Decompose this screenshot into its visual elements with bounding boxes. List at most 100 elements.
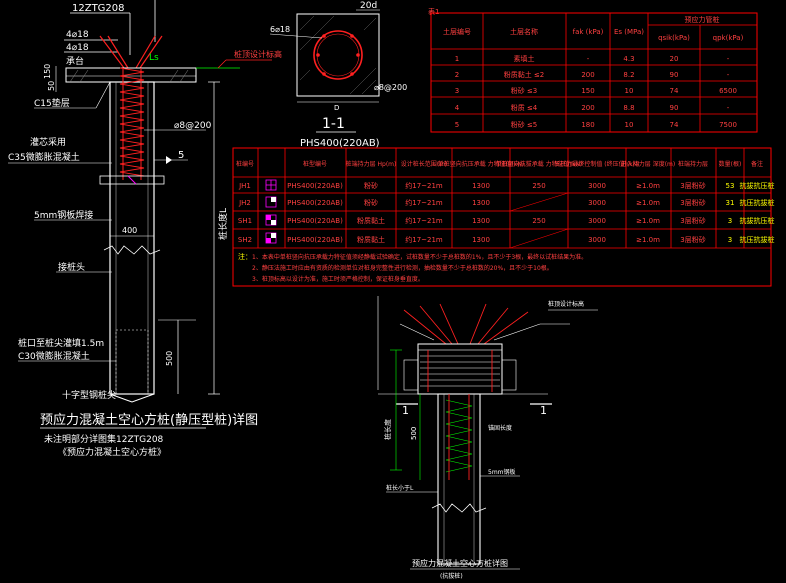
pile-cell-r1-c9: 31 [726, 199, 735, 207]
soil-cell-r4-c0: 5 [455, 121, 459, 129]
pile-cell-r0-c1: PHS400(220AB) [287, 182, 343, 190]
left-detail-subtitle-1: 未注明部分详图集12ZTG208 [44, 433, 164, 445]
section-title: 1-1 [322, 116, 345, 132]
pile-symbol-icon-jh2 [265, 196, 277, 208]
pile-symbol-icon-sh2 [265, 232, 277, 244]
pile-hdr-10: 数量(根) [719, 160, 742, 168]
right-dim-side: 桩长度 [383, 419, 392, 440]
plug-label-1: 桩口至桩尖灌填1.5m [18, 337, 104, 349]
section-width-label: D [334, 104, 339, 112]
soil-hdr-5: qpk(kPa) [713, 34, 744, 42]
pile-cell-r2-c1: PHS400(220AB) [287, 217, 343, 225]
pile-hdr-0: 桩编号 [236, 160, 254, 168]
pile-joint-label: 接桩头 [58, 261, 85, 273]
pile-cell-r1-c8: 3层粉砂 [680, 198, 705, 207]
soil-cell-r2-c2: 150 [581, 87, 594, 95]
soil-cell-r2-c4: 74 [670, 87, 679, 95]
pile-symbol-icon-jh1 [265, 179, 277, 191]
stirrup-spiral [119, 67, 145, 177]
soil-hdr-0: 土层编号 [443, 27, 471, 36]
pile-cell-r2-c5: 250 [532, 217, 545, 225]
soil-cell-r3-c3: 8.8 [623, 104, 634, 112]
soil-table: 表1 预应力管桩 土层编号 土层名称 fak (kPa) Es (MPa) qs… [428, 7, 758, 133]
soil-cell-r3-c5: - [727, 104, 730, 112]
section-stirrup: ⌀8@200 [374, 83, 407, 92]
soil-hdr-group: 预应力管桩 [685, 15, 720, 24]
right-mid-label: 5mm钢板 [488, 468, 516, 476]
left-pile-detail: 12ZTG208 4⌀18 4⌀18 承台 Ls 150 50 [8, 0, 282, 458]
right-dim-500: 500 [410, 427, 418, 440]
soil-cell-r0-c5: - [727, 55, 730, 63]
pile-cell-r2-c7: ≥1.0m [636, 217, 660, 225]
soil-cell-r0-c3: 4.3 [623, 55, 634, 63]
pile-cell-r2-c6: 3000 [588, 217, 606, 225]
pile-cell-r3-c6: 3000 [588, 236, 606, 244]
pile-cell-r0-c6: 3000 [588, 182, 606, 190]
pile-cell-r3-c4: 1300 [472, 236, 490, 244]
soil-cell-r1-c4: 90 [670, 71, 679, 79]
soil-cell-r3-c2: 200 [581, 104, 594, 112]
soil-cell-r4-c5: 7500 [719, 121, 737, 129]
soil-cell-r3-c4: 90 [670, 104, 679, 112]
section-top-label: 20d [360, 1, 377, 11]
pile-hdr-4: 设计桩长范围(m) [401, 160, 448, 168]
soil-cell-r4-c1: 粉砂 ≤5 [511, 120, 538, 129]
right-elevation-callout: 桩顶设计标高 [548, 300, 584, 308]
soil-hdr-1: 土层名称 [510, 27, 538, 36]
pile-hdr-7: 压桩力最终控制值 (终压值)(kN) [554, 160, 639, 168]
pile-cell-r1-c4: 1300 [472, 199, 490, 207]
pile-body [109, 81, 155, 395]
pile-cell-r3-c7: ≥1.0m [636, 236, 660, 244]
pile-note-3: 3、桩顶标高以设计为准，施工时须严格控制，保证桩身垂直度。 [252, 275, 424, 283]
pile-cell-r2-c10: 抗拔抗压桩 [740, 216, 775, 225]
pile-cell-r3-c10: 抗压抗拔桩 [740, 235, 775, 244]
right-mark-1-right: 1 [540, 404, 547, 417]
soil-cell-r1-c0: 2 [455, 71, 459, 79]
soil-cell-r1-c2: 200 [581, 71, 594, 79]
soil-cell-r2-c0: 3 [455, 87, 459, 95]
pile-cell-r3-c3: 约17~21m [405, 235, 443, 244]
section-bar-label: 6⌀18 [270, 25, 290, 34]
cap-label: 承台 [66, 55, 84, 67]
hollow-core [313, 30, 363, 80]
dim-150: 150 [43, 64, 52, 79]
pile-hdr-3: 桩端持力层 Hp(m) [346, 160, 397, 168]
pile-symbol-icons [265, 179, 277, 244]
fill-label: 灌芯采用 [30, 136, 66, 148]
pile-symbol-icon-sh1 [265, 214, 277, 226]
soil-cell-r0-c1: 素填土 [514, 54, 535, 63]
dim-500: 500 [165, 351, 174, 366]
cross-tip-label: 十字型钢桩尖 [62, 389, 116, 401]
right-detail-subtitle: (抗拔桩) [440, 572, 463, 580]
c15-label: C15垫层 [34, 97, 70, 109]
soil-cell-r0-c4: 20 [670, 55, 679, 63]
pile-cell-r2-c4: 1300 [472, 217, 490, 225]
left-detail-title: 预应力混凝土空心方桩(静压型桩)详图 [40, 412, 258, 428]
soil-hdr-3: Es (MPa) [614, 28, 644, 36]
elevation-callout: 桩顶设计标高 [234, 49, 282, 59]
pile-hdr-9: 桩端持力层 [678, 160, 708, 168]
right-bottom-label: 桩长小于L [386, 484, 414, 492]
soil-cell-r4-c3: 10 [625, 121, 634, 129]
pile-cell-r0-c3: 约17~21m [405, 181, 443, 190]
pile-hdr-6: 单桩竖向抗拔承载 力特征值(kN) [496, 160, 583, 168]
dim-50: 50 [47, 81, 56, 91]
pile-hdr-2: 桩型编号 [303, 160, 327, 168]
stirrup-label: ⌀8@200 [174, 121, 212, 131]
pile-cell-r0-c0: JH1 [238, 182, 251, 190]
pile-cell-r3-c1: PHS400(220AB) [287, 236, 343, 244]
soil-cell-r1-c3: 8.2 [623, 71, 634, 79]
plug-label-2: C30微膨胀混凝土 [18, 350, 90, 362]
soil-table-corner: 表1 [428, 7, 439, 16]
plate-label: 5mm钢板焊接 [34, 209, 93, 221]
pile-cell-r2-c0: SH1 [238, 217, 252, 225]
soil-cell-r2-c5: 6500 [719, 87, 737, 95]
pile-cell-r1-c6: 3000 [588, 199, 606, 207]
right-anchor-label: 锚固长度 [488, 424, 512, 432]
section-1-1: 20d 6⌀18 ⌀8@200 D 1-1 PHS400(220AB) [269, 1, 407, 149]
soil-cell-r0-c0: 1 [455, 55, 459, 63]
pile-hdr-8: 进入持力层 深度(m) [621, 160, 675, 168]
pile-cell-r2-c8: 3层粉砂 [680, 216, 705, 225]
section-mark-5: 5 [178, 150, 184, 161]
pile-cell-r2-c3: 约17~21m [405, 216, 443, 225]
